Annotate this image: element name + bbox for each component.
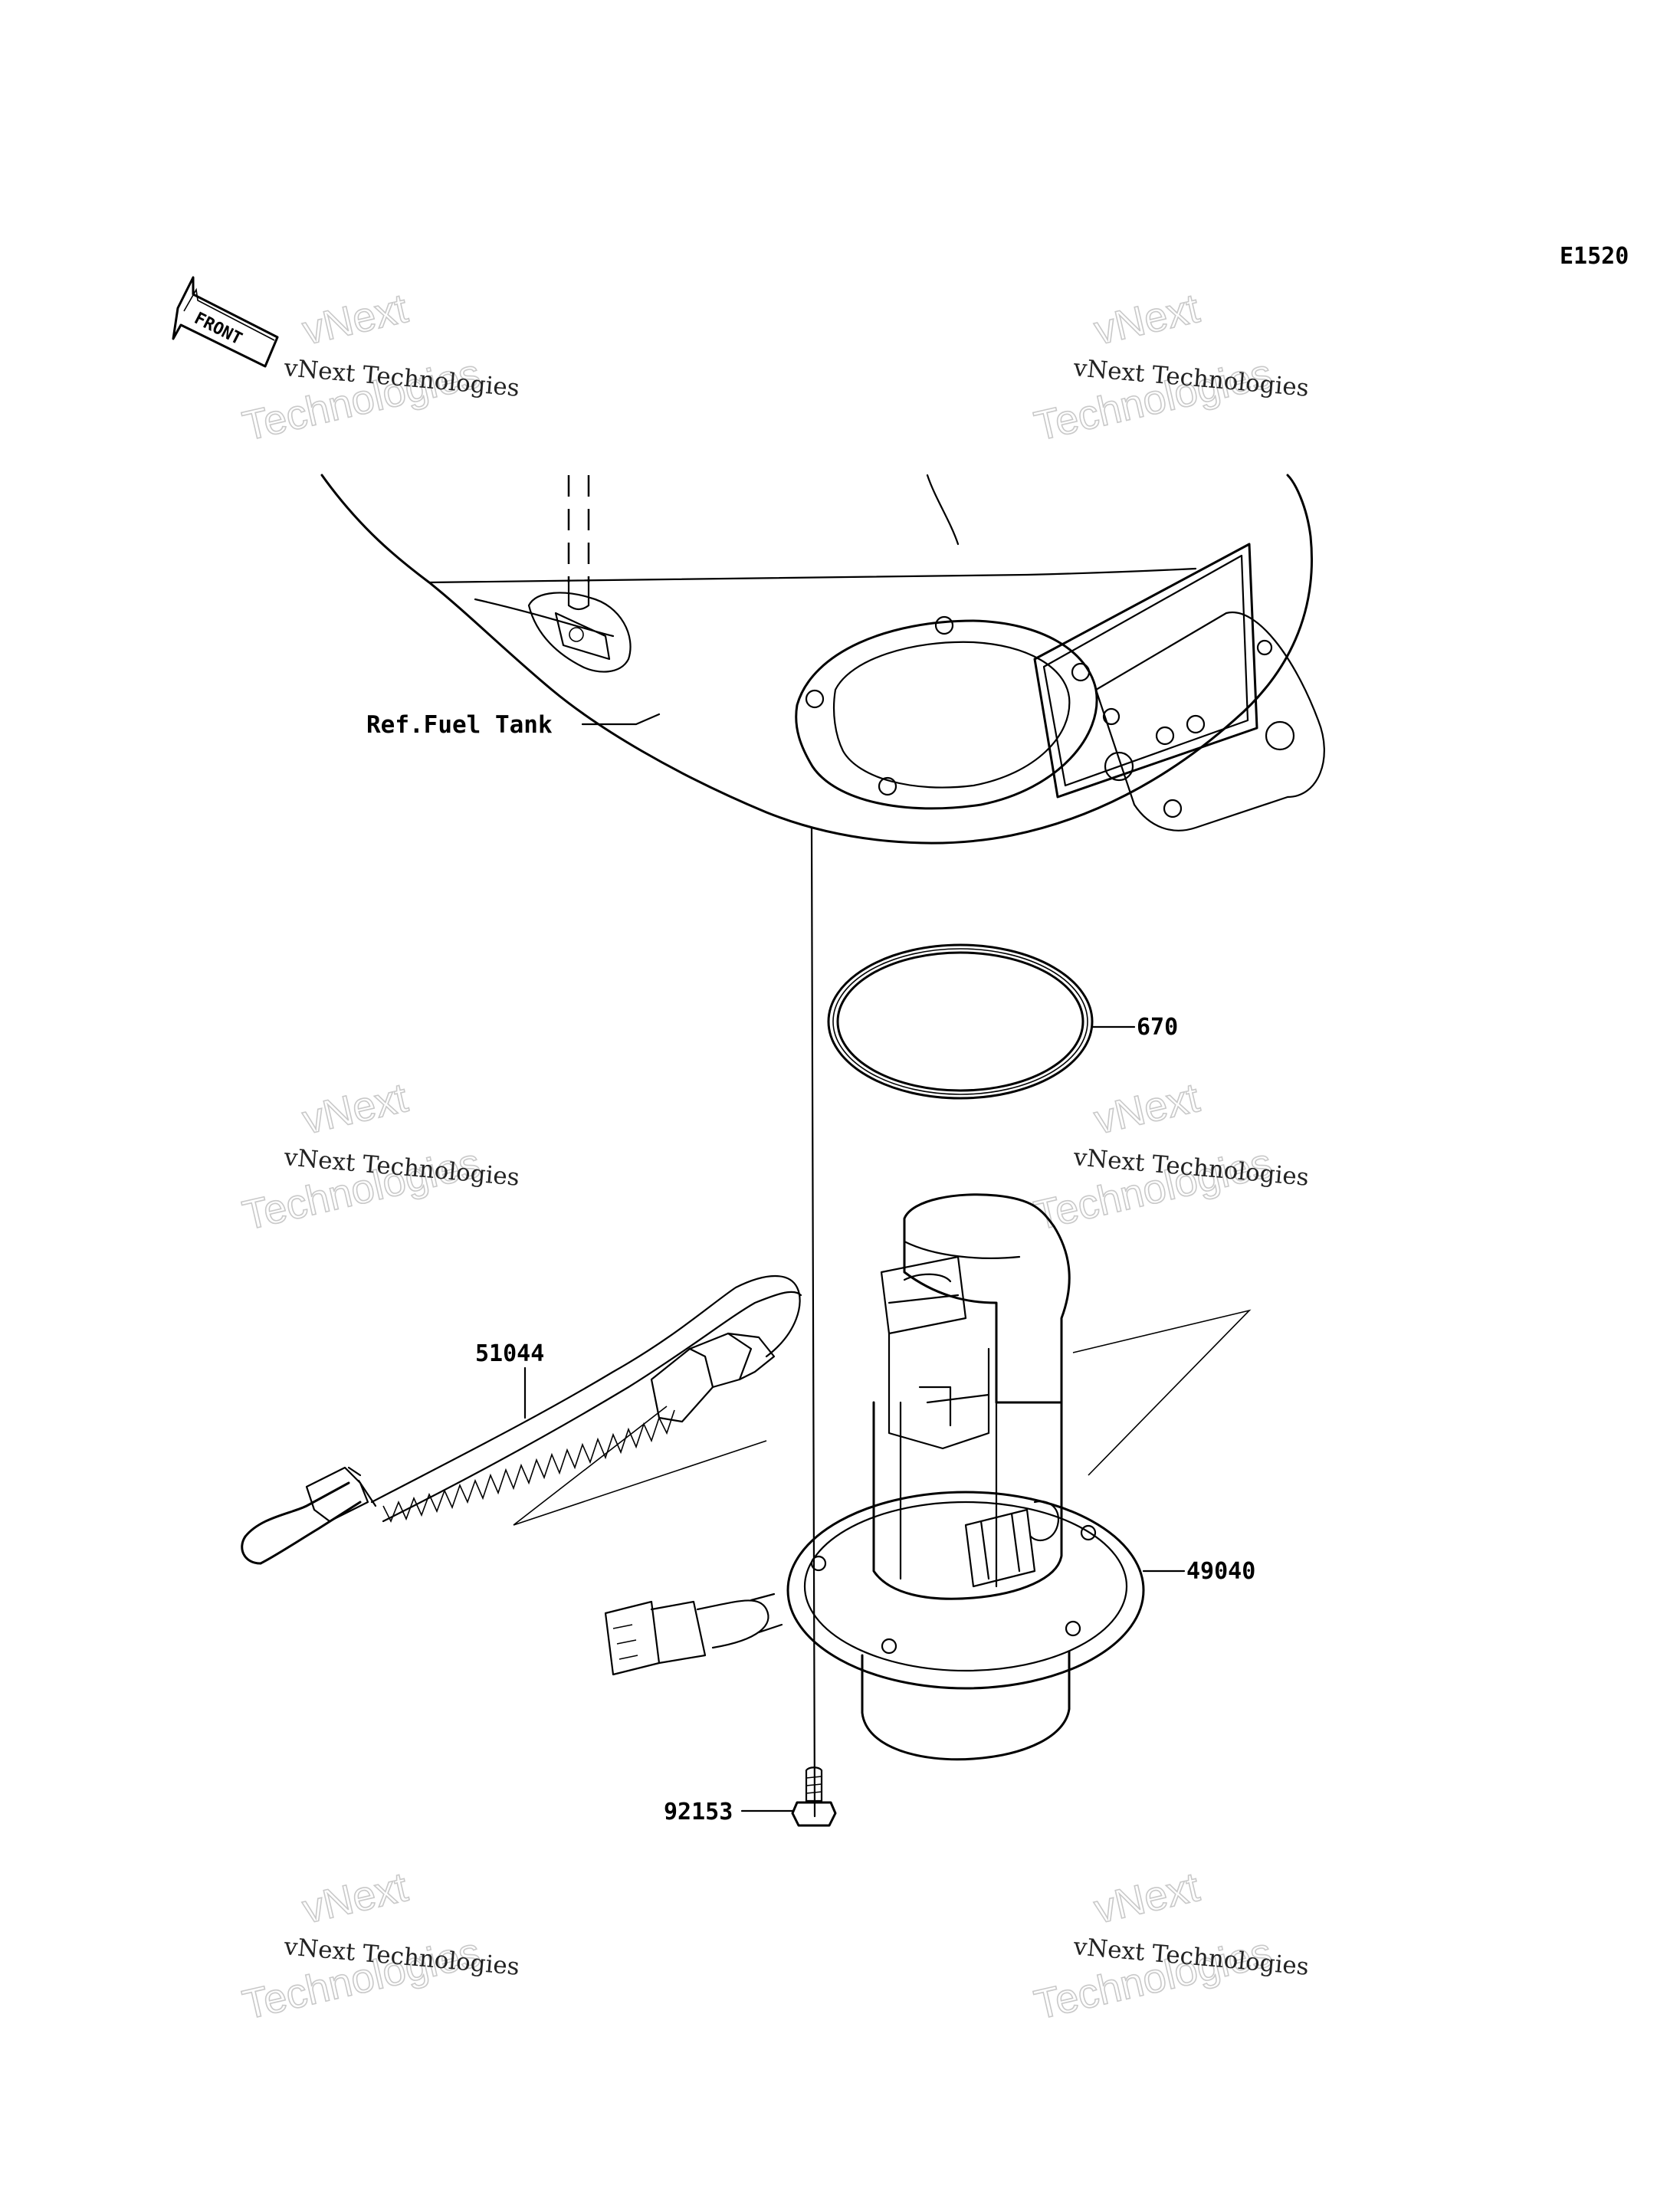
watermark: vNext Technologies vNext Technologies <box>238 284 520 450</box>
harness-pointer-lines <box>513 1406 767 1526</box>
part-number-51044: 51044 <box>475 1340 544 1367</box>
watermark-vnext: vNext <box>1090 285 1203 354</box>
front-arrow-icon: FRONT <box>172 276 279 368</box>
watermark: vNext Technologies vNext Technologies <box>238 1863 520 2029</box>
part-number-670: 670 <box>1137 1014 1178 1041</box>
diagram-code: E1520 <box>1560 243 1629 270</box>
watermark: vNext Technologies vNext Technologies <box>1029 1074 1310 1239</box>
watermark: vNext Technologies vNext Technologies <box>1029 1863 1310 2029</box>
part-number-92153: 92153 <box>664 1799 733 1825</box>
watermark-vnext: vNext <box>1090 1864 1203 1933</box>
ref-fuel-tank-label: Ref.Fuel Tank <box>366 711 553 739</box>
o-ring-drawing <box>827 943 1094 1100</box>
watermark-vnext: vNext <box>298 285 412 354</box>
watermark-vnext: vNext <box>298 1074 412 1143</box>
assembly-line <box>810 826 816 1818</box>
fuel-pump-drawing <box>604 1193 1145 1761</box>
watermark-vnext: vNext <box>1090 1074 1203 1143</box>
part-number-49040: 49040 <box>1186 1558 1255 1585</box>
pump-pointer-lines <box>1072 1309 1252 1476</box>
bolt-drawing <box>791 1766 837 1827</box>
watermark-vnext: vNext <box>298 1864 412 1933</box>
fuel-tank-drawing <box>320 474 1325 845</box>
watermark: vNext Technologies vNext Technologies <box>238 1074 520 1239</box>
watermark: vNext Technologies vNext Technologies <box>1029 284 1310 450</box>
leader-line <box>581 713 661 726</box>
harness-drawing <box>241 1274 802 1565</box>
